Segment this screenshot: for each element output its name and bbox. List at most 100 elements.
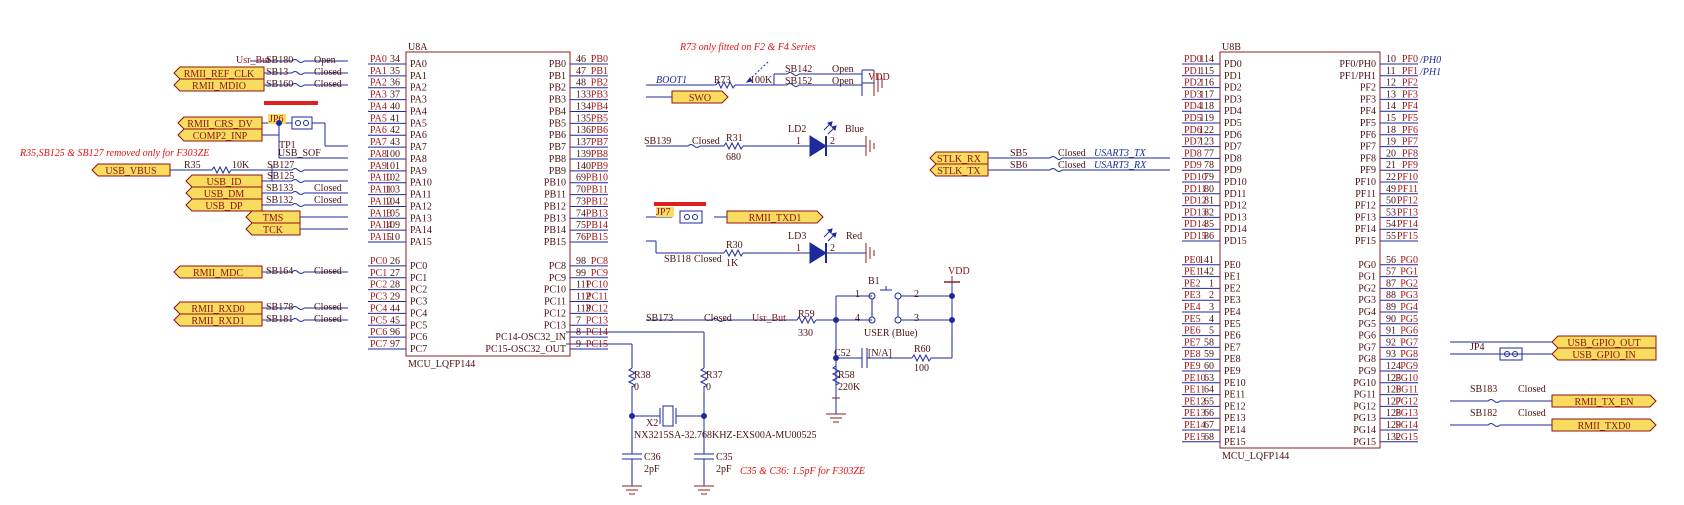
u8a-net-name: PB9 xyxy=(591,161,608,172)
rmii-rxd1-label: RMII_RXD1 xyxy=(191,316,244,327)
u8b-pin-name: PG2 xyxy=(1358,283,1376,294)
u8b-pin-name: PE8 xyxy=(1224,354,1241,365)
u8b-pin-name: PE15 xyxy=(1224,437,1246,448)
u8a-net-name: PB11 xyxy=(586,185,608,196)
sb160-state: Closed xyxy=(314,79,342,90)
sb178-state: Closed xyxy=(314,302,342,313)
u8b-net-name: PF8 xyxy=(1402,148,1418,159)
u8b-net-name: PG5 xyxy=(1400,314,1418,325)
u8b-pin-number: 90 xyxy=(1386,314,1396,325)
u8a-pin-number: 137 xyxy=(576,137,591,148)
u8a-pin-name: PA15 xyxy=(410,237,432,248)
u8a-pin-number: 7 xyxy=(576,315,581,326)
u8a-pin-name: PA2 xyxy=(410,83,427,94)
u8b-pin-number: 85 xyxy=(1204,219,1214,230)
u8a-pin-name: PC8 xyxy=(549,261,566,272)
sb133-state: Closed xyxy=(314,183,342,194)
usr-but-label-pa0: Usr_But xyxy=(236,55,270,66)
u8a-pin-number: 26 xyxy=(390,256,400,267)
u8b-net-name: PG12 xyxy=(1395,396,1418,407)
u8b-net-name: PE8 xyxy=(1184,349,1201,360)
tck-label: TCK xyxy=(263,225,284,236)
u8a-pin-number: 41 xyxy=(390,113,400,124)
u8a-pin-name: PB2 xyxy=(549,83,566,94)
u8a-pin-number: 140 xyxy=(576,161,591,172)
stlk-rx-label: STLK_RX xyxy=(937,154,982,165)
rmii-mdc-label: RMII_MDC xyxy=(193,268,243,279)
u8a-pin-name: PB11 xyxy=(544,190,566,201)
u8b-pin-name: PD12 xyxy=(1224,201,1247,212)
u8b-net-name: PD2 xyxy=(1184,78,1202,89)
u8b-net-name: PE4 xyxy=(1184,302,1201,313)
u8b-pin-name: PF15 xyxy=(1355,236,1376,247)
u8b-pin-name: PE14 xyxy=(1224,425,1246,436)
usart3-tx-label: USART3_TX xyxy=(1094,148,1147,159)
u8b-pin-name: PD10 xyxy=(1224,177,1247,188)
u8b-pin-number: 115 xyxy=(1199,66,1214,77)
u8a-pin-number: 29 xyxy=(390,292,400,303)
tms-label: TMS xyxy=(263,213,284,224)
jp7-jumper[interactable]: JP7 xyxy=(654,202,706,224)
u8b-pin-name: PD4 xyxy=(1224,106,1242,117)
u8a-pin-name: PA0 xyxy=(410,59,427,70)
u8b-pin-name: PG13 xyxy=(1353,413,1376,424)
u8a-net-name: PB1 xyxy=(591,66,608,77)
u8a-net-name: PC3 xyxy=(370,292,387,303)
u8b-net-name: PD11 xyxy=(1184,184,1206,195)
u8b-pin-number: 89 xyxy=(1386,302,1396,313)
u8b-pin-name: PE4 xyxy=(1224,307,1241,318)
sb182-state: Closed xyxy=(1518,408,1546,419)
sb127-ref: SB127 xyxy=(267,160,294,171)
u8a-pin-number: 43 xyxy=(390,137,400,148)
u8a-pin-number: 47 xyxy=(576,66,586,77)
u8b-net-name: PG15 xyxy=(1395,432,1418,443)
jp4-ref: JP4 xyxy=(1470,342,1484,353)
u8b-net-name: PF3 xyxy=(1402,89,1418,100)
u8b-net-name: PF13 xyxy=(1397,207,1418,218)
u8b-net-name: PF12 xyxy=(1397,196,1418,207)
u8b-pin-name: PE12 xyxy=(1224,401,1246,412)
u8b-pin-number: 91 xyxy=(1386,326,1396,337)
sb152-state: Open xyxy=(832,76,854,87)
u8b-net-name: PE2 xyxy=(1184,278,1201,289)
u8a-net-name: PB5 xyxy=(591,113,608,124)
rmii-rxd-wiring xyxy=(262,306,348,322)
jp6-jumper[interactable]: JP6 xyxy=(264,101,318,130)
jp4-jumper[interactable]: JP4 xyxy=(1464,342,1523,361)
jp7-ref: JP7 xyxy=(656,207,670,218)
u8b-pin-name: PF7 xyxy=(1360,142,1376,153)
sb139-state: Closed xyxy=(692,136,720,147)
u8b-pin-number: 67 xyxy=(1204,420,1214,431)
vdd-label-1: VDD xyxy=(868,72,890,83)
u8a-net-name: PA8 xyxy=(370,149,387,160)
u8b-pin-number: 59 xyxy=(1204,349,1214,360)
u8a-net-name: PB14 xyxy=(586,220,608,231)
u8a-pin-number: 134 xyxy=(576,101,591,112)
r60-ref: R60 xyxy=(914,344,931,355)
u8a-pin-number: 96 xyxy=(390,327,400,338)
u8a-pin-number: 34 xyxy=(390,54,400,65)
sb180-state: Open xyxy=(314,55,336,66)
u8b-pin-number: 141 xyxy=(1199,255,1214,266)
u8b-pin-name: PF1/PH1 xyxy=(1339,71,1376,82)
u8b-net-name: PD3 xyxy=(1184,89,1202,100)
u8a-pin-name: PA14 xyxy=(410,225,432,236)
u8b-pin-name: PG8 xyxy=(1358,354,1376,365)
u8b-pin-number: 5 xyxy=(1209,326,1214,337)
u8b-pin-number: 4 xyxy=(1209,314,1214,325)
u8a-chip: U8AMCU_LQFP144PA034PA0PA135PA1PA236PA2PA… xyxy=(368,42,608,370)
sb182-ref: SB182 xyxy=(1470,408,1497,419)
u8b-pin-name: PF0/PH0 xyxy=(1339,59,1376,70)
u8a-pin-name: PC1 xyxy=(410,273,427,284)
c35-ref: C35 xyxy=(716,452,733,463)
u8b-pin-number: 65 xyxy=(1204,396,1214,407)
u8a-net-name: PC9 xyxy=(591,268,608,279)
u8b-pin-number: 50 xyxy=(1386,196,1396,207)
x2-ref: X2 xyxy=(646,418,658,429)
u8b-net-name: PD14 xyxy=(1184,219,1207,230)
u8b-pin-name: PE7 xyxy=(1224,342,1241,353)
u8b-net-name: PD4 xyxy=(1184,101,1202,112)
u8b-net-name: PD6 xyxy=(1184,125,1202,136)
u8a-pin-number: 105 xyxy=(385,208,400,219)
u8b-pin-number: 20 xyxy=(1386,148,1396,159)
